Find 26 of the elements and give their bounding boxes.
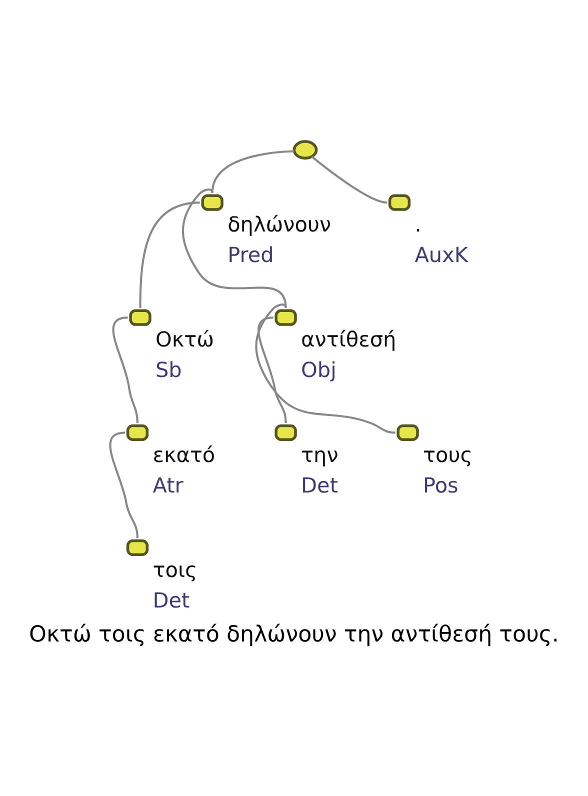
node-label: AuxK [414, 243, 468, 268]
connector [139, 202, 200, 308]
node-label: τοις [152, 558, 198, 582]
caption: Οκτώ τοις εκατό δηλώνουν την αντίθεσή τους. [29, 622, 559, 648]
node-label: Det [301, 473, 338, 498]
connector [258, 316, 287, 423]
node-label: Obj [301, 358, 336, 382]
connector [211, 150, 294, 193]
node-label: . [414, 212, 422, 237]
node-label: Οκτώ [156, 328, 214, 352]
node-label: Det [152, 588, 190, 612]
connector [112, 316, 139, 423]
node-label: Pred [228, 243, 274, 268]
node-label: Pos [423, 473, 458, 498]
node-label: εκατό [152, 442, 216, 467]
connector [255, 304, 396, 434]
node-circle [292, 140, 318, 160]
connector [311, 156, 388, 204]
node-label: Atr [152, 473, 184, 498]
node-label: δηλώνουν [228, 212, 332, 237]
node-label: τους [423, 442, 472, 467]
node-label: Sb [156, 358, 182, 382]
node-label: την [301, 442, 338, 467]
connector [182, 188, 287, 308]
node-label: αντίθεσή [301, 328, 396, 352]
connector [109, 432, 139, 538]
